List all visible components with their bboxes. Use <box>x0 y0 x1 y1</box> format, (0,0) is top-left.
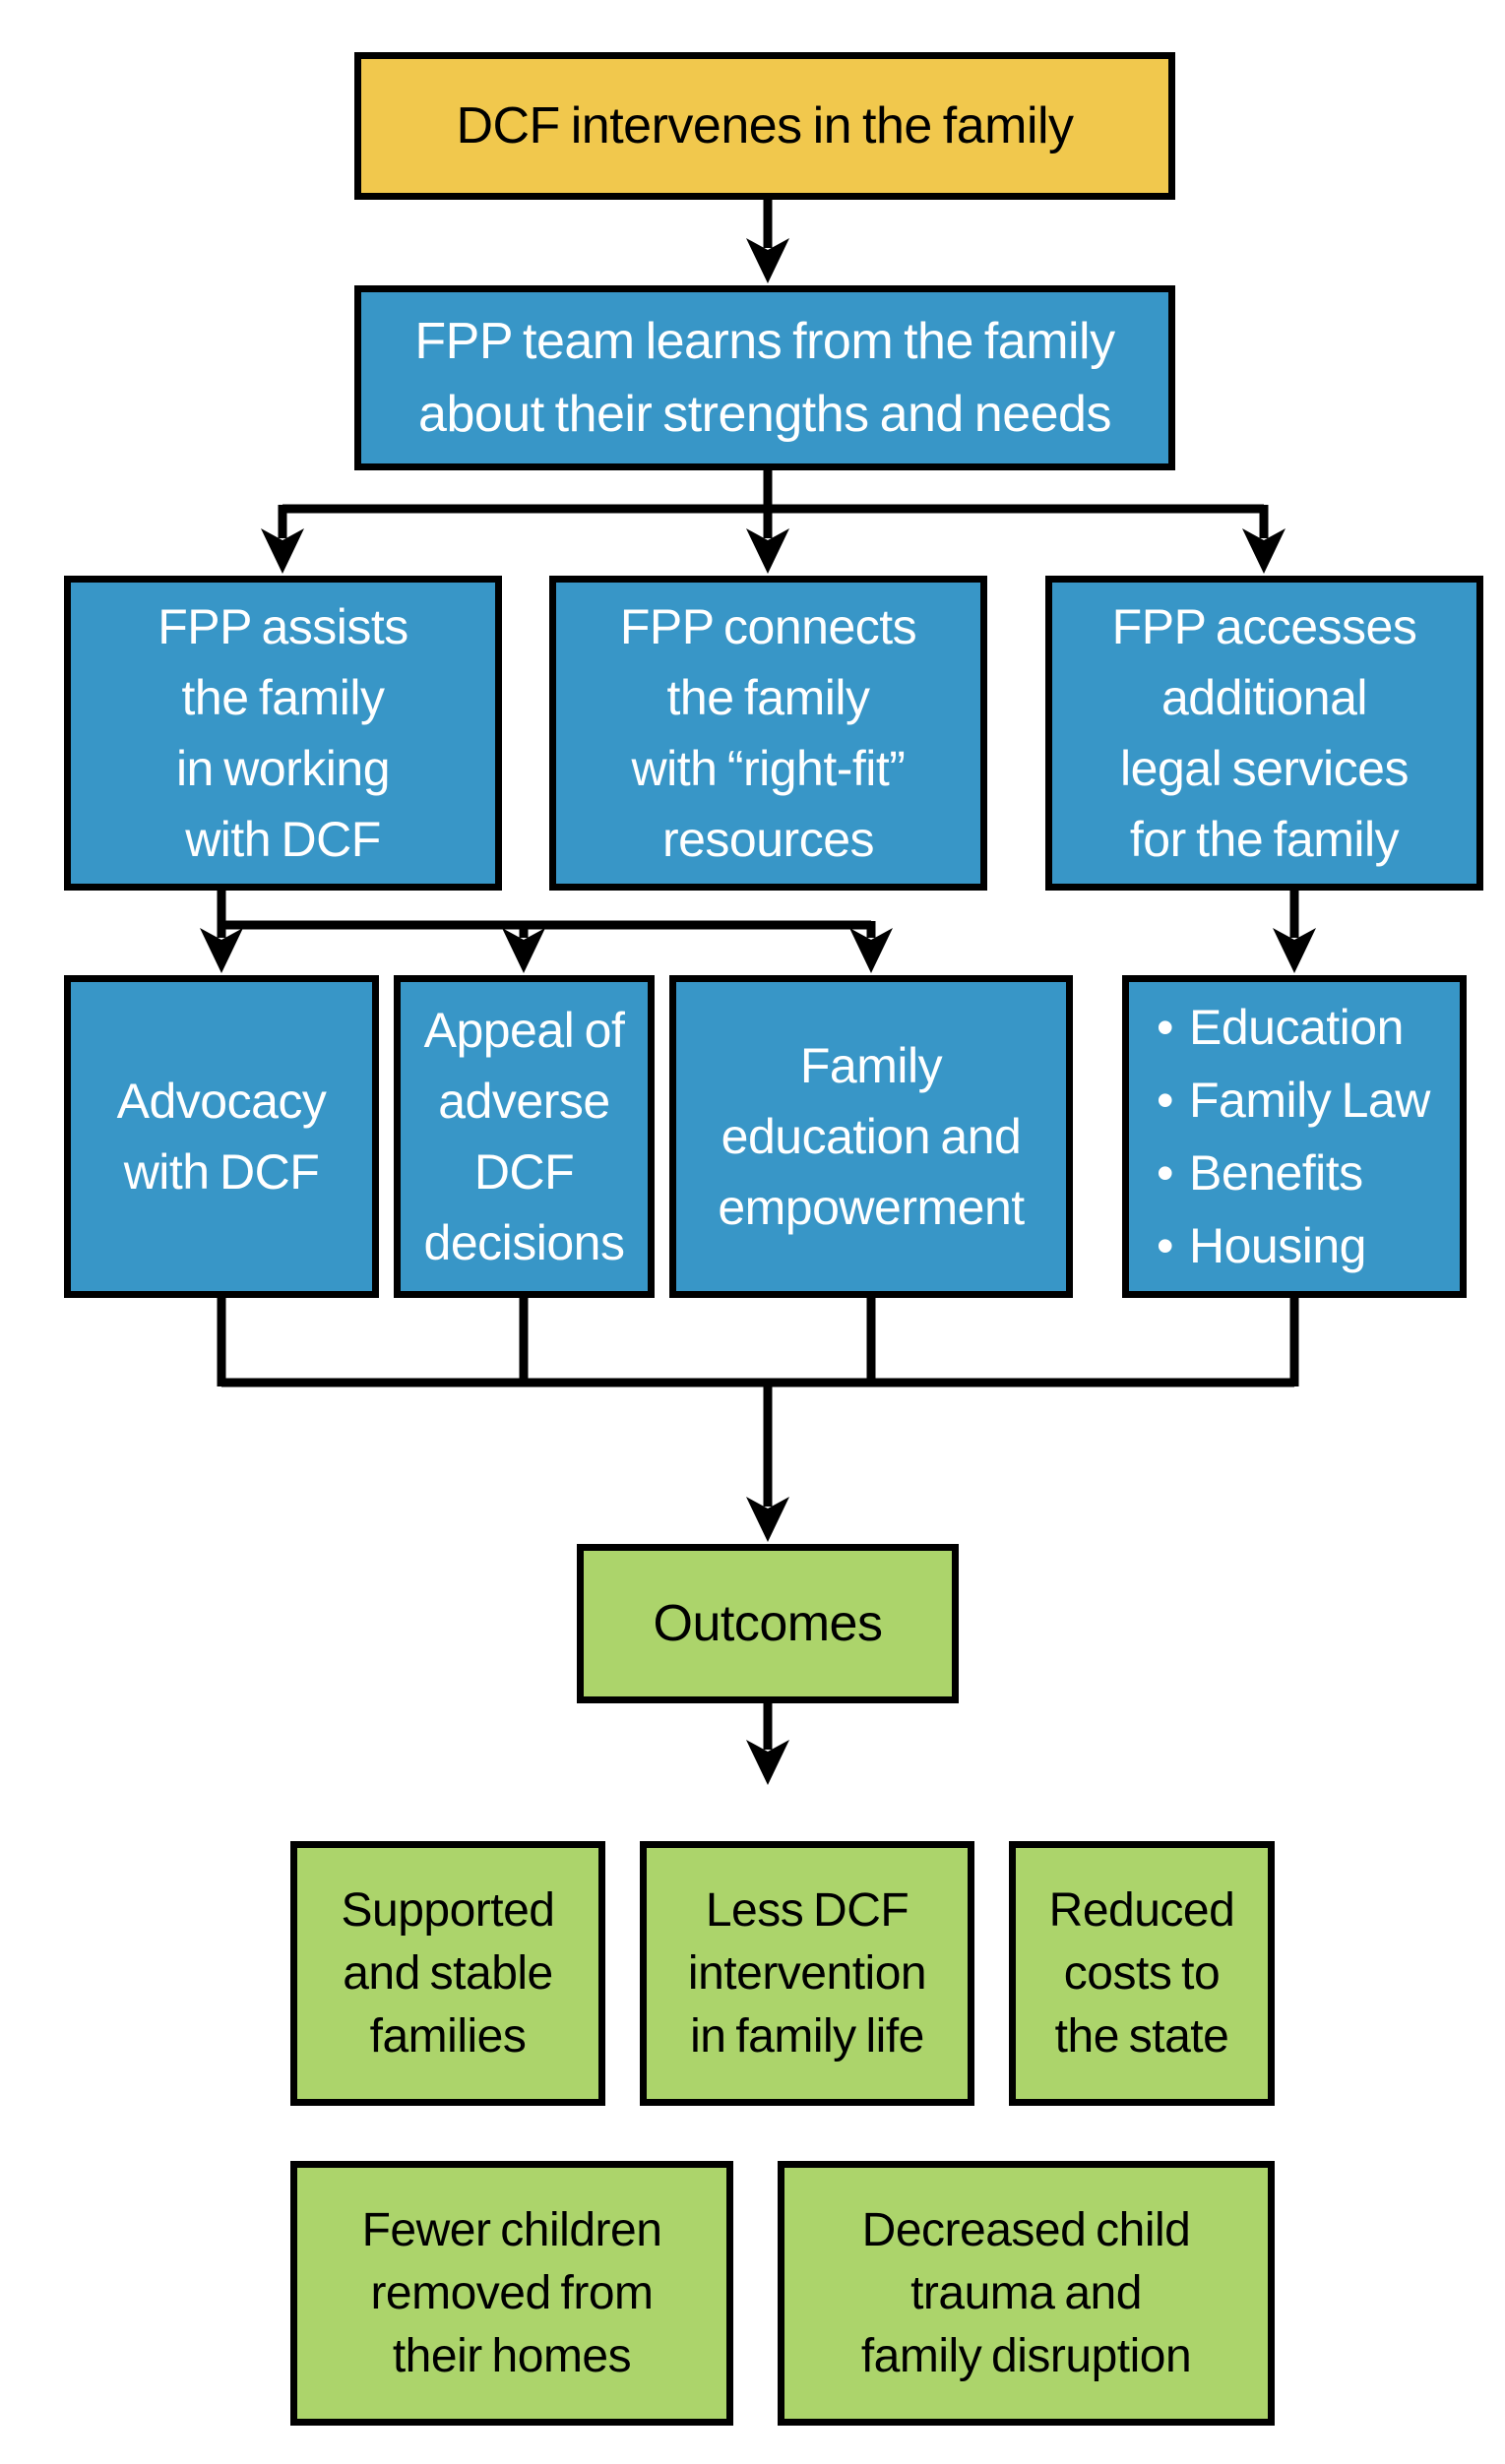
arrowhead-icon <box>746 1740 789 1785</box>
bullet-icon: • <box>1157 1145 1174 1201</box>
bullet-icon: • <box>1157 1000 1174 1055</box>
node-outcome-fewer-removals: Fewer children removed from their homes <box>290 2161 733 2426</box>
node-legal-areas: • Education • Family Law • Benefits • Ho… <box>1122 975 1467 1298</box>
legal-area-label: Family Law <box>1189 1073 1430 1128</box>
node-outcome-supported-families: Supported and stable families <box>290 1841 605 2106</box>
arrowhead-icon <box>746 1497 789 1542</box>
connector-stems <box>217 200 1299 1750</box>
bullet-icon: • <box>1157 1218 1174 1273</box>
node-outcome-decreased-trauma: Decreased child trauma and family disrup… <box>778 2161 1275 2426</box>
legal-area-item: • Housing <box>1157 1209 1366 1282</box>
node-appeal: Appeal of adverse DCF decisions <box>394 975 655 1298</box>
node-outcome-reduced-costs: Reduced costs to the state <box>1009 1841 1275 2106</box>
legal-area-item: • Benefits <box>1157 1137 1363 1209</box>
node-outcomes: Outcomes <box>577 1544 959 1703</box>
arrowhead-icon <box>849 928 893 973</box>
arrowhead-icon <box>746 238 789 283</box>
node-outcome-less-intervention: Less DCF intervention in family life <box>640 1841 974 2106</box>
legal-area-item: • Education <box>1157 991 1404 1064</box>
arrowhead-icon <box>1242 528 1286 574</box>
arrowhead-icon <box>746 528 789 574</box>
arrowhead-icon <box>1273 928 1316 973</box>
legal-area-label: Benefits <box>1189 1145 1363 1201</box>
node-fpp-accesses-legal: FPP accesses additional legal services f… <box>1045 576 1483 891</box>
legal-area-label: Education <box>1189 1000 1404 1055</box>
node-family-education: Family education and empowerment <box>669 975 1073 1298</box>
node-fpp-team-learns: FPP team learns from the family about th… <box>354 285 1175 470</box>
node-advocacy: Advocacy with DCF <box>64 975 379 1298</box>
legal-area-label: Housing <box>1189 1218 1366 1273</box>
bullet-icon: • <box>1157 1073 1174 1128</box>
node-dcf-intervenes: DCF intervenes in the family <box>354 52 1175 200</box>
node-fpp-assists: FPP assists the family in working with D… <box>64 576 502 891</box>
legal-area-item: • Family Law <box>1157 1064 1430 1137</box>
arrowhead-icon <box>502 928 545 973</box>
arrowhead-icon <box>261 528 304 574</box>
arrowhead-icon <box>200 928 243 973</box>
node-fpp-connects: FPP connects the family with “right-fit”… <box>549 576 987 891</box>
arrowheads <box>200 238 1316 1785</box>
